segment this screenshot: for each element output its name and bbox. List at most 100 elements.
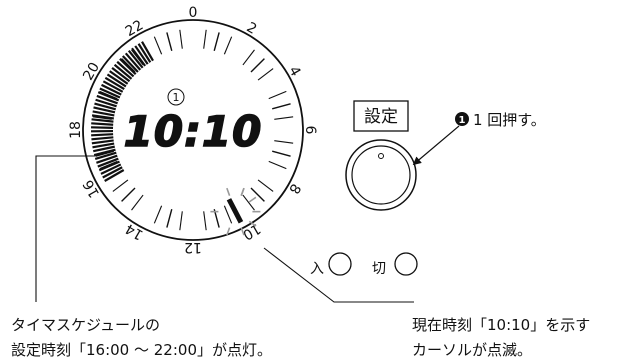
press-callout-text: 1 回押す。 <box>473 111 546 129</box>
schedule-segment <box>91 139 114 145</box>
dial-tick <box>257 68 274 81</box>
dial-tick <box>153 205 163 224</box>
dial-tick <box>250 187 265 202</box>
dial-tick <box>166 209 173 228</box>
dial-tick <box>131 194 144 211</box>
set-button-inner-ring <box>351 145 411 205</box>
schedule-segment <box>92 110 115 117</box>
schedule-segment <box>111 67 131 83</box>
set-button-label-frame <box>353 100 409 132</box>
hour-label: 4 <box>285 64 303 80</box>
dial-tick <box>99 90 118 100</box>
schedule-segment <box>92 142 115 149</box>
cursor-blink-mark <box>240 227 245 236</box>
dial-tick <box>274 116 294 120</box>
schedule-segment <box>97 91 120 102</box>
schedule-callout-line-1: タイマスケジュールの <box>11 316 160 334</box>
schedule-segment <box>137 43 152 63</box>
schedule-callout-line-2: 設定時刻「16:00 〜 22:00」が点灯。 <box>11 341 272 359</box>
time-display: 10:10 <box>124 107 263 156</box>
schedule-segment <box>131 47 147 67</box>
cursor-callout-line-2: カーソルが点滅。 <box>412 341 532 359</box>
schedule-segment <box>119 58 137 75</box>
cursor-blink-mark <box>226 187 231 196</box>
dial-tick <box>272 103 291 110</box>
dial-tick <box>99 160 118 170</box>
schedule-segment <box>99 87 121 99</box>
schedule-segment <box>127 50 144 69</box>
schedule-segment <box>106 73 127 88</box>
cursor-blink-mark <box>248 220 257 227</box>
schedule-segment <box>134 45 149 65</box>
dial-tick <box>242 194 255 211</box>
cursor-blink-mark <box>226 227 231 236</box>
dial-tick <box>268 90 287 100</box>
dial-tick <box>153 36 163 55</box>
dial-tick <box>272 150 291 157</box>
dial-tick <box>112 179 129 192</box>
cursor-bar <box>226 198 244 224</box>
step-marker: 1 <box>167 88 185 106</box>
schedule-callout: タイマスケジュールの 設定時刻「16:00 〜 22:00」が点灯。 <box>11 316 272 359</box>
dial-ring <box>82 19 304 241</box>
dial-tick <box>257 179 274 192</box>
schedule-segment <box>93 145 115 153</box>
dial-tick <box>179 29 183 49</box>
schedule-segment <box>96 154 118 164</box>
schedule-segment <box>113 63 133 80</box>
schedule-segment <box>93 106 116 114</box>
schedule-segment <box>100 163 122 175</box>
off-indicator-label: 切 <box>372 261 386 277</box>
current-time-cursor <box>210 187 261 236</box>
dial-tick <box>95 150 114 157</box>
dial-tick <box>274 140 294 144</box>
schedule-segment <box>96 94 118 105</box>
schedule-segment <box>104 76 125 91</box>
schedule-segment <box>109 70 129 85</box>
hour-label: 8 <box>285 181 303 197</box>
dial-tick <box>213 32 220 51</box>
hour-label: 22 <box>123 17 146 40</box>
cursor-blink-mark <box>248 196 257 203</box>
schedule-segment <box>116 60 135 78</box>
hour-label: 10 <box>240 220 263 243</box>
set-button[interactable]: 設定 <box>345 100 417 211</box>
cursor-callout-line-1: 現在時刻「10:10」を示す <box>412 316 590 334</box>
hour-label: 12 <box>184 239 202 255</box>
press-step-number: 1 <box>459 115 466 126</box>
cursor-leader-line <box>263 247 414 303</box>
schedule-segment <box>94 102 117 111</box>
schedule-segment <box>97 157 119 168</box>
hour-label: 16 <box>80 177 103 201</box>
schedule-segments <box>90 41 154 182</box>
dial-tick <box>203 29 207 49</box>
schedule-segment <box>102 80 124 93</box>
dial-tick <box>268 160 287 170</box>
on-indicator-lamp <box>328 252 352 276</box>
schedule-segment <box>91 122 114 126</box>
dial-tick <box>166 32 173 51</box>
hour-label: 18 <box>68 121 84 139</box>
on-indicator-label: 入 <box>310 261 324 277</box>
hour-label: 14 <box>123 220 147 243</box>
hour-label: 0 <box>189 5 198 21</box>
hour-label: 2 <box>244 20 260 38</box>
dial-tick <box>203 211 207 231</box>
dial-tick <box>131 49 144 66</box>
schedule-segment <box>93 148 116 157</box>
on-off-indicators: 入 切 <box>310 252 418 277</box>
schedule-segment <box>91 118 114 123</box>
dial-tick <box>92 116 112 120</box>
schedule-segment <box>91 126 114 130</box>
press-arrow <box>412 125 460 166</box>
schedule-segment <box>98 160 120 172</box>
dial-tick <box>223 36 233 55</box>
dial-tick <box>179 211 183 231</box>
dial-tick <box>121 187 136 202</box>
schedule-segment <box>141 41 154 62</box>
schedule-segment <box>91 136 114 141</box>
schedule-leader-line <box>35 155 95 302</box>
